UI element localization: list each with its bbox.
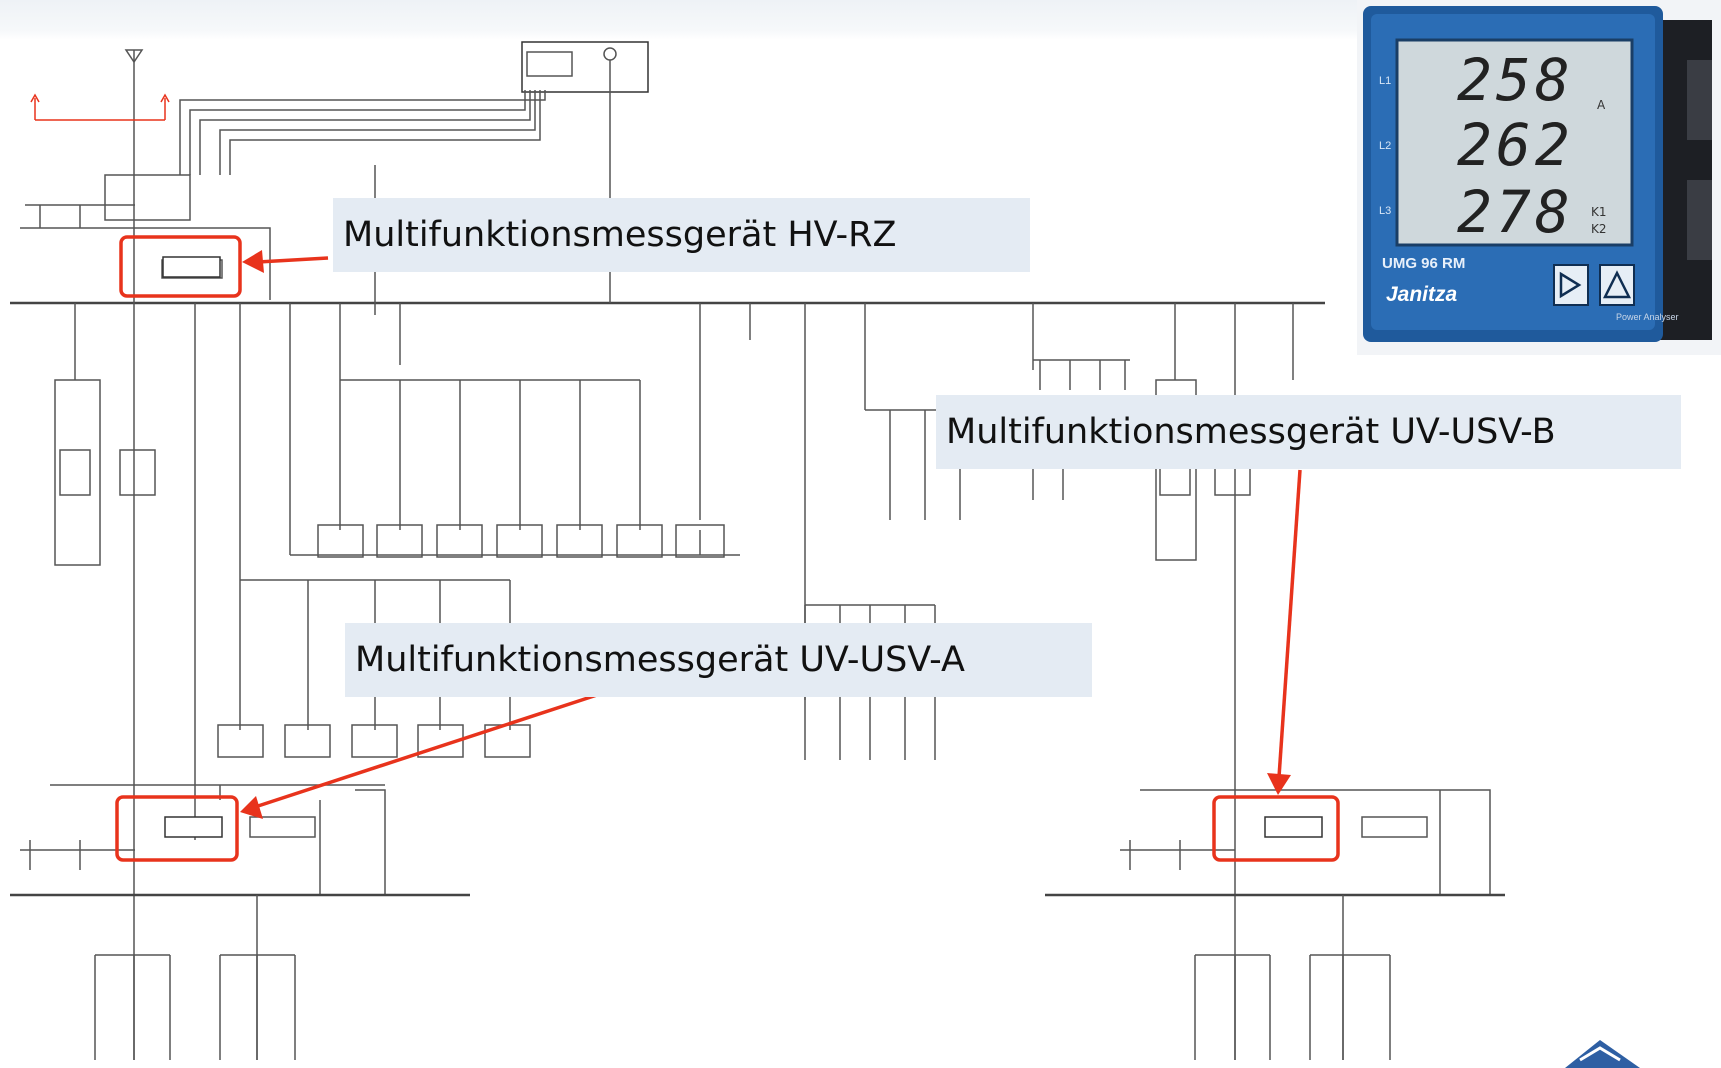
lcd-value-l2: 262: [1457, 111, 1574, 179]
lcd-relay-k2: K2: [1591, 222, 1607, 236]
arrow-hv-rz: [257, 256, 329, 264]
highlight-uv-usv-b: [1212, 795, 1340, 862]
phase-label-l3: L3: [1379, 205, 1392, 217]
meter-model-label: UMG 96 RM: [1382, 255, 1466, 272]
red-cable-mark: [30, 93, 170, 121]
meter-subtitle: Power Analyser: [1616, 312, 1679, 322]
lcd-unit: A: [1597, 98, 1606, 112]
meter-brand-logo: Janitza: [1386, 283, 1458, 306]
corner-logo: [1565, 1040, 1640, 1068]
lcd-value-l1: 258: [1457, 46, 1574, 114]
lcd-value-l3: 278: [1457, 178, 1574, 246]
phase-label-l2: L2: [1379, 140, 1392, 152]
arrow-uv-usv-b: [1277, 469, 1302, 778]
highlight-uv-usv-a: [115, 795, 239, 862]
phase-label-l1: L1: [1379, 75, 1392, 87]
meter-device-photo: L1 L2 L3 258 262 278 A K1 K2 UMG 96 RM J…: [1357, 0, 1721, 355]
highlight-hv-rz: [119, 235, 242, 298]
callout-uv-usv-b: Multifunktionsmessgerät UV-USV-B: [936, 395, 1681, 469]
arrow-uv-usv-a: [254, 692, 601, 809]
callout-hv-rz: Multifunktionsmessgerät HV-RZ: [333, 198, 1030, 272]
meter-housing: [1363, 6, 1712, 342]
callout-uv-usv-a: Multifunktionsmessgerät UV-USV-A: [345, 623, 1092, 697]
lcd-relay-k1: K1: [1591, 205, 1607, 219]
